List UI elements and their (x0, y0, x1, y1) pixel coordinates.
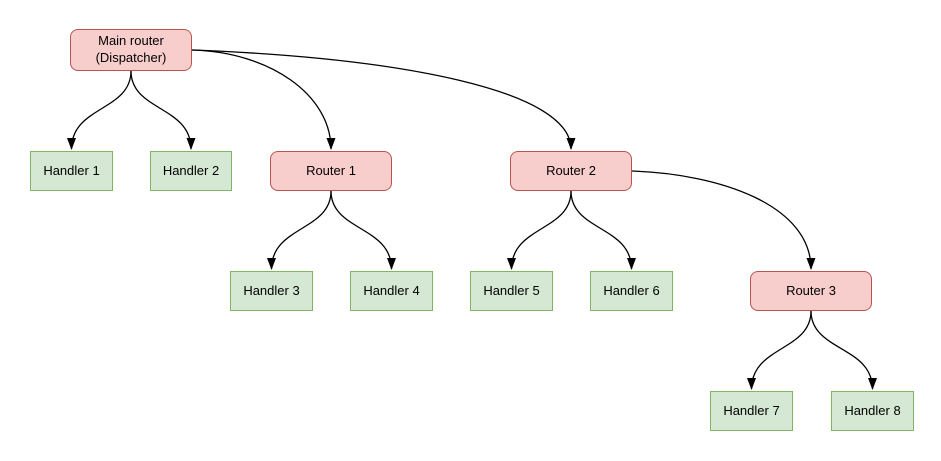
node-handler-6: Handler 6 (590, 271, 673, 311)
node-router-3: Router 3 (750, 271, 872, 311)
node-router-3-label: Router 3 (786, 282, 836, 298)
node-handler-3-label: Handler 3 (243, 282, 300, 298)
node-handler-8: Handler 8 (831, 391, 914, 431)
node-handler-1-label: Handler 1 (43, 162, 100, 178)
node-router-2: Router 2 (510, 151, 632, 191)
edge-router-3-to-handler-7 (747, 310, 812, 390)
node-router-1-label: Router 1 (306, 162, 356, 178)
node-handler-6-label: Handler 6 (603, 282, 660, 298)
node-handler-5-label: Handler 5 (483, 282, 540, 298)
node-router-2-label: Router 2 (546, 162, 596, 178)
node-handler-7: Handler 7 (710, 391, 793, 431)
edge-router-1-to-handler-4 (330, 190, 396, 270)
node-handler-2-label: Handler 2 (162, 162, 220, 178)
edge-main-router-to-handler-1 (67, 70, 132, 150)
edge-main-router-to-router-2 (191, 49, 576, 150)
node-handler-8-label: Handler 8 (844, 402, 901, 418)
node-router-1: Router 1 (270, 151, 392, 191)
node-handler-4-label: Handler 4 (363, 282, 420, 298)
node-handler-3: Handler 3 (230, 271, 313, 311)
edge-router-1-to-handler-3 (267, 190, 332, 270)
node-handler-1: Handler 1 (30, 151, 113, 191)
node-handler-5: Handler 5 (470, 271, 553, 311)
edge-router-2-to-router-3 (631, 170, 816, 270)
edge-router-2-to-handler-6 (570, 190, 636, 270)
node-handler-4: Handler 4 (350, 271, 433, 311)
node-handler-7-label: Handler 7 (723, 402, 780, 418)
edge-main-router-to-router-1 (191, 49, 336, 150)
node-main-router-label: Main router (Dispatcher) (95, 33, 167, 65)
node-handler-2: Handler 2 (150, 151, 232, 191)
edge-router-2-to-handler-5 (507, 190, 572, 270)
node-main-router: Main router (Dispatcher) (70, 29, 192, 71)
edge-router-3-to-handler-8 (810, 310, 877, 390)
edge-main-router-to-handler-2 (130, 70, 196, 150)
